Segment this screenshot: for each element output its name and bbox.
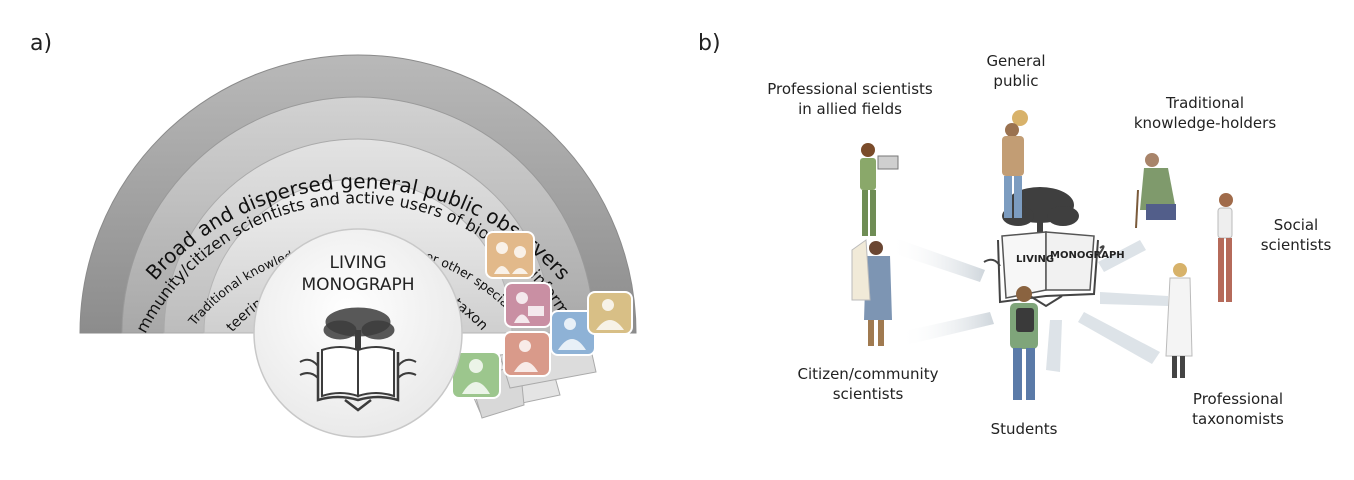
photo-tiles [451, 231, 633, 399]
figure-general-public [1002, 110, 1028, 218]
panel-b-label: b) [698, 31, 721, 56]
arrow-from-students [1046, 320, 1062, 372]
role-label-line: Professional scientists [767, 80, 933, 98]
arrows [890, 238, 1168, 372]
label-professional-taxonomists: Professional taxonomists [1192, 390, 1284, 428]
tree-book-icon [299, 307, 417, 412]
label-students: Students [991, 420, 1058, 438]
living-monograph-book: LIVING MONOGRAPH [983, 187, 1125, 308]
role-label-line: General [986, 52, 1045, 70]
tile-observer [550, 310, 596, 356]
role-label-line: Students [991, 420, 1058, 438]
role-label-line: public [993, 72, 1038, 90]
arrow-from-citizen [890, 238, 985, 282]
tile-people-conversation [485, 231, 535, 279]
label-traditional-knowledge-holders: Traditional knowledge-holders [1134, 94, 1276, 132]
figure-traditional-knowledge-holder [1135, 153, 1176, 229]
role-label-line: in allied fields [798, 100, 902, 118]
role-label-line: scientists [1261, 236, 1332, 254]
label-citizen-community-scientists: Citizen/community scientists [798, 365, 939, 403]
panel-b: b) LIVING MONOGRAPH [698, 31, 1331, 438]
figure-student [1010, 286, 1038, 400]
label-professional-scientists: Professional scientists in allied fields [767, 80, 933, 118]
tile-photographer [587, 291, 633, 335]
role-label-line: Traditional [1165, 94, 1244, 112]
book-right-word: MONOGRAPH [1050, 250, 1125, 261]
arrow-from-left-low [900, 312, 994, 345]
role-label-line: Citizen/community [798, 365, 939, 383]
role-label-line: Social [1274, 216, 1318, 234]
panel-a-label: a) [30, 31, 52, 56]
role-labels: Professional scientists in allied fields G… [767, 52, 1331, 438]
figure-professional-taxonomist [1165, 263, 1193, 378]
figure-citizen-scientist [851, 239, 892, 346]
arrow-from-traditional [1098, 240, 1146, 272]
arrow-from-taxonomists [1078, 312, 1160, 364]
tile-researcher [451, 351, 501, 399]
figure-social-scientist [1217, 193, 1233, 302]
figure-professional-scientist [860, 143, 899, 236]
center-title-line2: MONOGRAPH [301, 275, 414, 295]
label-general-public: General public [986, 52, 1045, 90]
role-label-line: Professional [1193, 390, 1283, 408]
label-social-scientists: Social scientists [1261, 216, 1332, 254]
role-label-line: knowledge-holders [1134, 114, 1276, 132]
panel-a: a) Broad and dispersed general public ob… [0, 0, 637, 438]
arrow-from-social [1100, 292, 1168, 306]
tile-laptop-user [504, 282, 552, 328]
center-title-line1: LIVING [329, 253, 386, 273]
tile-field-worker [503, 331, 551, 377]
role-label-line: taxonomists [1192, 410, 1284, 428]
book-left-word: LIVING [1016, 254, 1054, 265]
role-label-line: scientists [833, 385, 904, 403]
